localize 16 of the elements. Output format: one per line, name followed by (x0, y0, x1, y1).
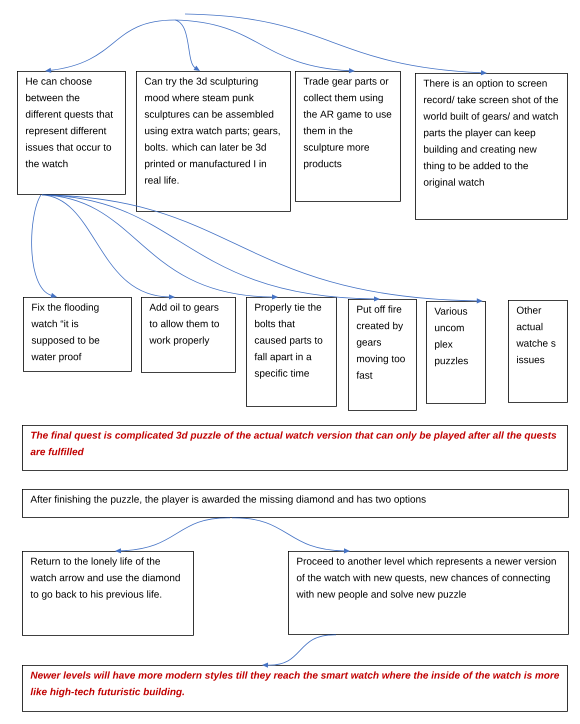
text-box: Properly tie the bolts that caused parts to fall apart in a specific time (246, 297, 337, 407)
text-box: He can choose between the different quests that represent different issues that occur to the watch (17, 71, 126, 195)
text-box: Other actual watche s issues (508, 300, 568, 403)
text-box: Add oil to gears to allow them to work properly (141, 297, 236, 373)
text-box: Put off fire created by gears moving too fast (348, 299, 417, 411)
text-box: Newer levels will have more modern styles till they reach the smart watch where the inside of the watch is more like high-tech futuristic building. (22, 665, 568, 712)
text-box: Proceed to another level which represents a newer version of the watch with new quests, new chances of connecting with new people and solve new puzzle (288, 551, 569, 635)
text-box: After finishing the puzzle, the player is awarded the missing diamond and has two options (22, 489, 569, 518)
text-box: Various uncom plex puzzles (426, 301, 486, 404)
text-box: Fix the flooding watch “it is supposed to be water proof (23, 297, 132, 372)
text-box: There is an option to screen record/ take screen shot of the world built of gears/ and watch parts the player can keep building and creating new thing to be added to the original watch (415, 73, 568, 220)
arrow (174, 20, 200, 71)
text-box: The final quest is complicated 3d puzzle of the actual watch version that can only be played after all the quests are fulfilled (22, 425, 568, 471)
text-box: Trade gear parts or collect them using the AR game to use them in the sculpture more products (295, 71, 401, 202)
text-box: Can try the 3d sculpturing mood where steam punk sculptures can be assembled using extra watch parts; gears, bolts. which can later be 3d printed or manufactured I in real life. (136, 71, 291, 212)
text-box: Return to the lonely life of the watch arrow and use the diamond to go back to his previous life. (22, 551, 194, 636)
